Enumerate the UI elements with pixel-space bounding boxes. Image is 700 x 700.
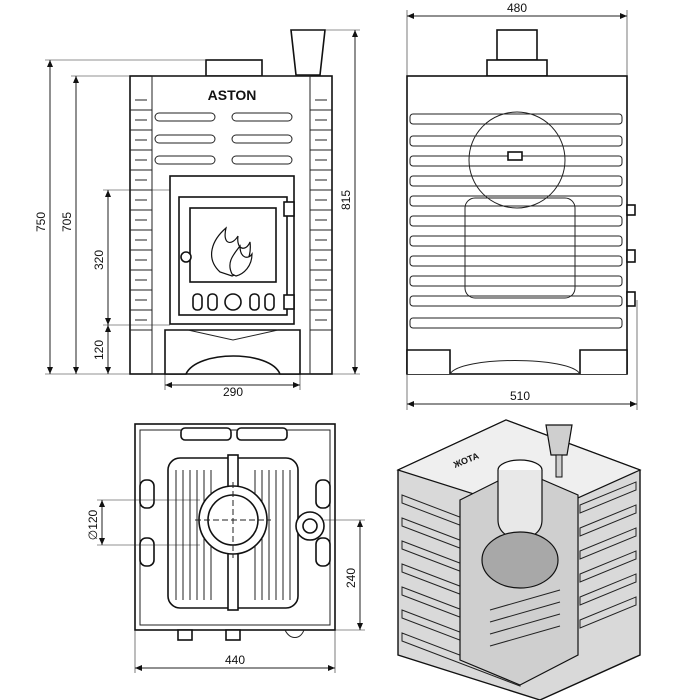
dimension-320: 320 <box>92 250 106 270</box>
flame-icon <box>211 226 253 277</box>
cutaway-grate <box>489 589 561 647</box>
brand-logo-front: ASTON <box>208 87 257 103</box>
side-dimensions: 480 510 <box>406 1 638 410</box>
dimension-290: 290 <box>223 385 243 399</box>
side-slots <box>409 113 623 329</box>
front-top-slots <box>154 112 293 165</box>
dimension-750: 750 <box>34 212 48 232</box>
cutaway-3d-view: ЖОТА <box>396 419 642 700</box>
dimension-510: 510 <box>510 389 530 403</box>
dimension-480: 480 <box>507 1 527 15</box>
side-view <box>406 29 636 375</box>
top-dimensions: ∅120 240 440 <box>86 499 365 673</box>
dimension-440: 440 <box>225 653 245 667</box>
dimension-705: 705 <box>60 212 74 232</box>
cutaway-slats-right <box>579 481 637 629</box>
front-dimensions: 750 705 320 120 815 290 <box>34 29 360 399</box>
front-view: ASTON <box>129 29 333 375</box>
top-view <box>134 423 336 641</box>
door-vents <box>192 293 275 311</box>
front-side-ribs <box>130 99 332 331</box>
dimension-120: 120 <box>92 340 106 360</box>
dimension-diameter-120: ∅120 <box>86 509 100 540</box>
dimension-815: 815 <box>339 190 353 210</box>
dimension-240: 240 <box>344 568 358 588</box>
